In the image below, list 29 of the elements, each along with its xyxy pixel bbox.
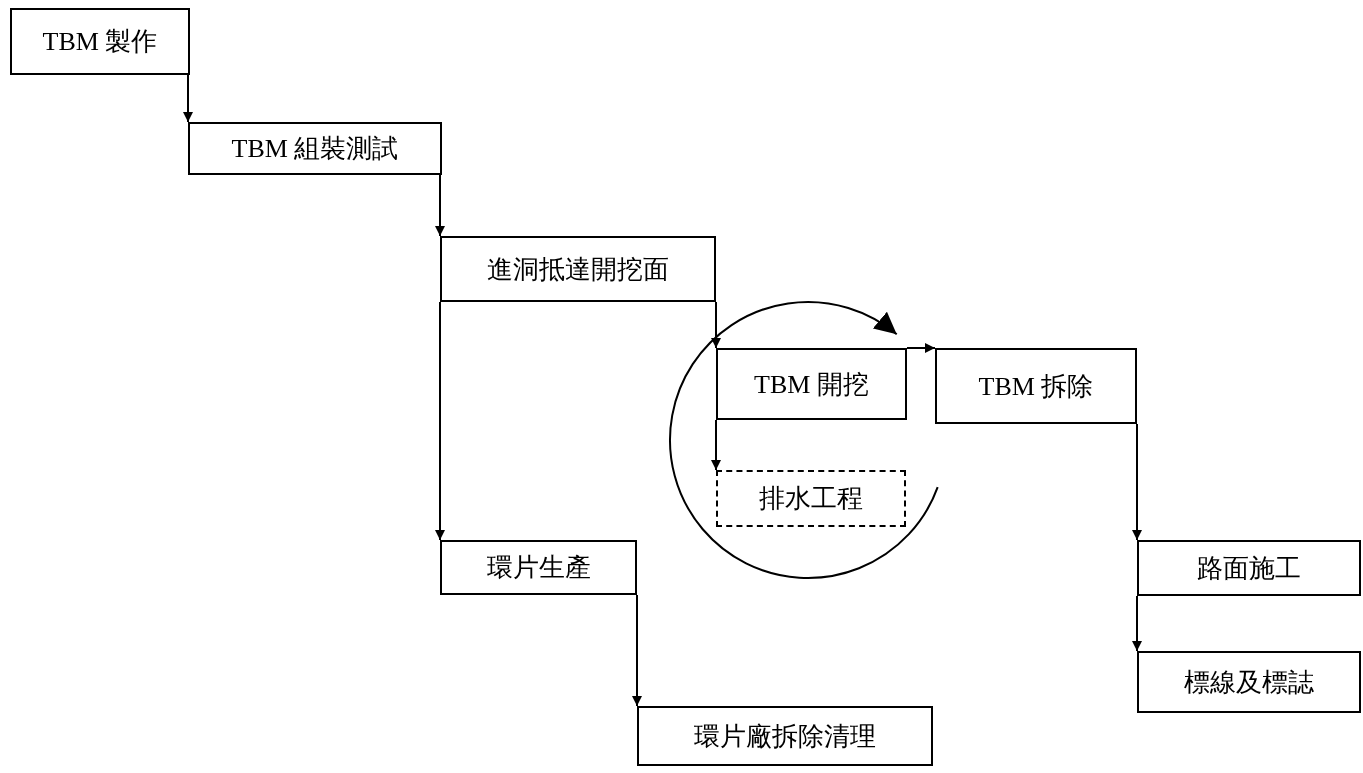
process-box: [440, 236, 716, 302]
arrow: [906, 343, 936, 353]
dashed-process-box: [716, 470, 906, 527]
process-box: [10, 8, 190, 75]
step-label: TBM 組裝測試: [231, 133, 399, 165]
process-box: [935, 348, 1137, 424]
step-label: TBM 開挖: [754, 368, 869, 401]
step-label: 環片生產: [486, 552, 591, 584]
arrow: [632, 594, 642, 707]
step-label: 路面施工: [1197, 552, 1301, 585]
process-box: [440, 540, 637, 595]
arrow: [711, 301, 721, 349]
arrow: [183, 74, 193, 123]
arrow: [1132, 595, 1142, 652]
step-label: 排水工程: [759, 483, 863, 515]
arrow: [711, 419, 721, 471]
step-label: 進洞抵達開挖面: [487, 253, 669, 286]
process-box: [716, 348, 907, 420]
process-box: [188, 122, 442, 175]
arrow: [1132, 423, 1142, 541]
arrow: [435, 174, 445, 237]
process-box: [1137, 540, 1361, 596]
step-label: 標線及標誌: [1184, 666, 1314, 699]
step-label: TBM 製作: [42, 26, 158, 58]
arrow: [435, 301, 445, 541]
step-label: 環片廠拆除清理: [694, 720, 876, 753]
process-box: [637, 706, 933, 766]
process-box: [1137, 651, 1361, 713]
step-label: TBM 拆除: [978, 370, 1094, 403]
